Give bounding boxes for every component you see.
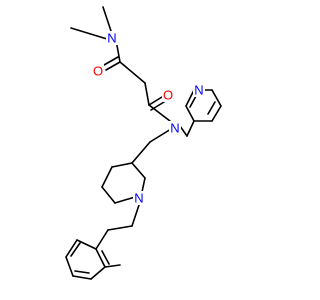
bond xyxy=(111,162,133,168)
bond xyxy=(101,186,116,204)
bond xyxy=(104,264,121,268)
structure-svg: N O O N N N xyxy=(65,6,222,280)
bond xyxy=(102,6,113,35)
bond xyxy=(189,95,197,108)
atom-o-top-carbonyl: O xyxy=(92,64,104,79)
bond xyxy=(211,89,222,107)
atom-n-tertiary-amide: N xyxy=(169,121,181,136)
svg-text:O: O xyxy=(93,64,103,79)
bond xyxy=(70,27,108,40)
bond xyxy=(70,242,81,257)
bond xyxy=(149,128,172,143)
bond xyxy=(148,104,171,122)
bond xyxy=(141,177,146,193)
bond xyxy=(65,256,74,277)
svg-text:N: N xyxy=(107,31,116,46)
svg-text:N: N xyxy=(194,83,203,98)
bond xyxy=(207,101,216,115)
bond xyxy=(90,266,106,280)
bond xyxy=(76,239,97,250)
bond xyxy=(105,61,121,71)
atom-n-dimethylamide: N xyxy=(106,31,118,46)
bond xyxy=(114,196,136,204)
svg-text:N: N xyxy=(134,191,143,206)
bond xyxy=(107,225,133,231)
bond xyxy=(131,204,140,227)
svg-text:O: O xyxy=(163,88,173,103)
bond xyxy=(65,239,78,258)
bond xyxy=(186,120,195,137)
bond xyxy=(95,248,106,268)
bond xyxy=(211,105,222,122)
bond xyxy=(101,250,110,265)
bond xyxy=(179,125,188,137)
bond xyxy=(95,229,109,250)
bond xyxy=(72,275,92,280)
bond xyxy=(185,89,195,107)
bond xyxy=(119,61,146,84)
bond xyxy=(144,82,150,106)
bond xyxy=(185,105,195,122)
bond xyxy=(131,162,146,179)
bond xyxy=(101,166,113,188)
atom-n-pyridine: N xyxy=(193,83,205,98)
molecule-diagram: N O O N N N xyxy=(65,6,222,280)
atom-n-piperidine: N xyxy=(133,191,145,206)
atom-o-middle-carbonyl: O xyxy=(162,88,174,103)
bond xyxy=(131,141,151,164)
bond xyxy=(103,56,119,66)
svg-text:N: N xyxy=(170,121,179,136)
bond xyxy=(148,96,163,106)
bond xyxy=(74,270,90,274)
